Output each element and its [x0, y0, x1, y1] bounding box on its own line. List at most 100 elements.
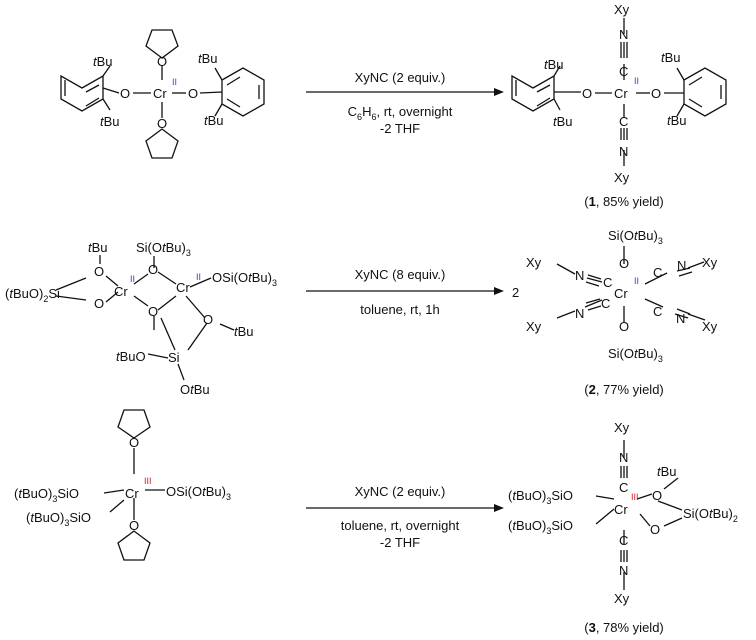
reaction3-arrowhead	[494, 504, 504, 512]
reactant3-thf-top-ring	[117, 409, 151, 439]
product2-cr-atom: Cr	[614, 286, 628, 301]
product2-n-upper-right: N	[677, 258, 686, 273]
reactant1-thf-top-ring	[145, 29, 179, 59]
product1-yield: (1, 85% yield)	[584, 194, 664, 209]
reactant1-tbu-upper-left: tBu	[93, 54, 113, 69]
product2-stoichiometry: 2	[512, 285, 519, 300]
reactant3-o-top: O	[129, 435, 139, 450]
product2-yield: (2, 77% yield)	[584, 382, 664, 397]
reactant1-o-bottom: O	[157, 116, 167, 131]
reactant1-left-aryl-ring	[60, 74, 104, 112]
reactant1-thf-bottom-ring	[145, 128, 179, 159]
product2-n-lower-right: N	[676, 311, 685, 326]
reactant2-o-right-bottom: O	[203, 312, 213, 327]
reactant1-tbu-lower-right: tBu	[204, 113, 224, 128]
product3-si-right: Si(OtBu)2	[683, 506, 738, 524]
product3-n-top: N	[619, 450, 628, 465]
product2-oxidation-state: II	[634, 276, 639, 286]
product2-n-upper-left: N	[575, 268, 584, 283]
reaction3-reagent: XyNC (2 equiv.)	[355, 484, 446, 499]
product1-n-bottom: N	[619, 144, 628, 159]
product2-xy-upper-left: Xy	[526, 255, 542, 270]
reactant2-cr-right: Cr	[176, 280, 190, 295]
reaction2-condition-line1: toluene, rt, 1h	[360, 302, 440, 317]
reactant2-o-mid-left: O	[94, 296, 104, 311]
reactant1-oxidation-state: II	[172, 77, 177, 87]
reactant2-tbuo-left: tBuO	[116, 349, 146, 364]
product1-xy-bottom: Xy	[614, 170, 630, 185]
reactant2-tbu-top: tBu	[88, 240, 108, 255]
product3-o-lower-right: O	[650, 522, 660, 537]
reaction3-condition-line2: -2 THF	[380, 535, 420, 550]
product1-c-top: C	[619, 64, 628, 79]
reactant1-right-aryl-ring	[221, 67, 265, 117]
product2-n-lower-left: N	[575, 306, 584, 321]
reactant3-osi-right: OSi(OtBu)3	[166, 484, 231, 502]
reactant2-si-bottom: Si	[168, 350, 180, 365]
reactant2-o-top-center: O	[148, 262, 158, 277]
reactant1-left-ring-inner-bonds	[64, 80, 100, 107]
reactant3-thf-bottom-ring	[117, 530, 151, 561]
product3-c-top: C	[619, 480, 628, 495]
reactant2-cr-right-oxidation: II	[196, 272, 201, 282]
reactant3-o-bottom: O	[129, 518, 139, 533]
reactant1-o-right: O	[188, 86, 198, 101]
product1-tbu-upper-right: tBu	[661, 50, 681, 65]
product1-c-bottom: C	[619, 114, 628, 129]
reactant2-cr-left-oxidation: II	[130, 274, 135, 284]
reactant3-oxidation-state: III	[144, 476, 152, 486]
product3-xy-bottom: Xy	[614, 591, 630, 606]
product2-o-bottom: O	[619, 319, 629, 334]
product2-c-lower-right: C	[653, 304, 662, 319]
product1-right-aryl-ring	[683, 67, 727, 117]
reaction3-condition-line1: toluene, rt, overnight	[341, 518, 460, 533]
product3-o-upper-right: O	[652, 488, 662, 503]
product3-c-bottom: C	[619, 533, 628, 548]
reactant2-o-center-bottom: O	[148, 304, 158, 319]
reactant2-otbu-bottom: OtBu	[180, 382, 210, 397]
product1-tbu-lower-right: tBu	[667, 113, 687, 128]
product3-tbu: tBu	[657, 464, 677, 479]
product2-c-upper-right: C	[653, 265, 662, 280]
product1-tbu-lower-left: tBu	[553, 114, 573, 129]
product1-xy-top: Xy	[614, 2, 630, 17]
product3-n-bottom: N	[619, 563, 628, 578]
product3-xy-top: Xy	[614, 420, 630, 435]
product1-left-aryl-ring	[511, 74, 555, 112]
reactant2-o-top-left: O	[94, 264, 104, 279]
product1-oxidation-state: II	[634, 76, 639, 86]
product2-o-top: O	[619, 256, 629, 271]
product3-yield: (3, 78% yield)	[584, 620, 664, 635]
reactant1-o-top: O	[157, 54, 167, 69]
reactant3-siox-upper: (tBuO)3SiO	[14, 486, 79, 504]
product2-xy-lower-left: Xy	[526, 319, 542, 334]
product3-siox-lower: (tBuO)3SiO	[508, 518, 573, 536]
reaction1-condition-line2: -2 THF	[380, 121, 420, 136]
reaction1-arrowhead	[494, 88, 504, 96]
reactant1-tbu-upper-right: tBu	[198, 51, 218, 66]
reaction2-reagent: XyNC (8 equiv.)	[355, 267, 446, 282]
reactant3-siox-lower: (tBuO)3SiO	[26, 510, 91, 528]
product3-oxidation-state: III	[631, 492, 639, 502]
reactant2-si-group-left: (tBuO)2Si	[5, 286, 60, 304]
product2-si-bottom: Si(OtBu)3	[608, 346, 663, 364]
reactant2-si-top: Si(OtBu)3	[136, 240, 191, 258]
reaction1-reagent: XyNC (2 equiv.)	[355, 70, 446, 85]
product3-siox-upper: (tBuO)3SiO	[508, 488, 573, 506]
product2-xy-upper-right: Xy	[702, 255, 718, 270]
product1-o-right: O	[651, 86, 661, 101]
reactant3-cr-atom: Cr	[125, 486, 139, 501]
reactant1-tbu-lower-left: tBu	[100, 114, 120, 129]
reactant1-o-left: O	[120, 86, 130, 101]
product2-c-upper-left: C	[603, 275, 612, 290]
product3-cr-atom: Cr	[614, 502, 628, 517]
reactant2-cr-left: Cr	[114, 284, 128, 299]
product2-c-lower-left: C	[601, 296, 610, 311]
reaction1-condition-line1: C6H6, rt, overnight	[348, 104, 453, 122]
reaction2-arrowhead	[494, 287, 504, 295]
product2-si-top: Si(OtBu)3	[608, 228, 663, 246]
reactant2-osi-right: OSi(OtBu)3	[212, 270, 277, 288]
product1-cr-atom: Cr	[614, 86, 628, 101]
